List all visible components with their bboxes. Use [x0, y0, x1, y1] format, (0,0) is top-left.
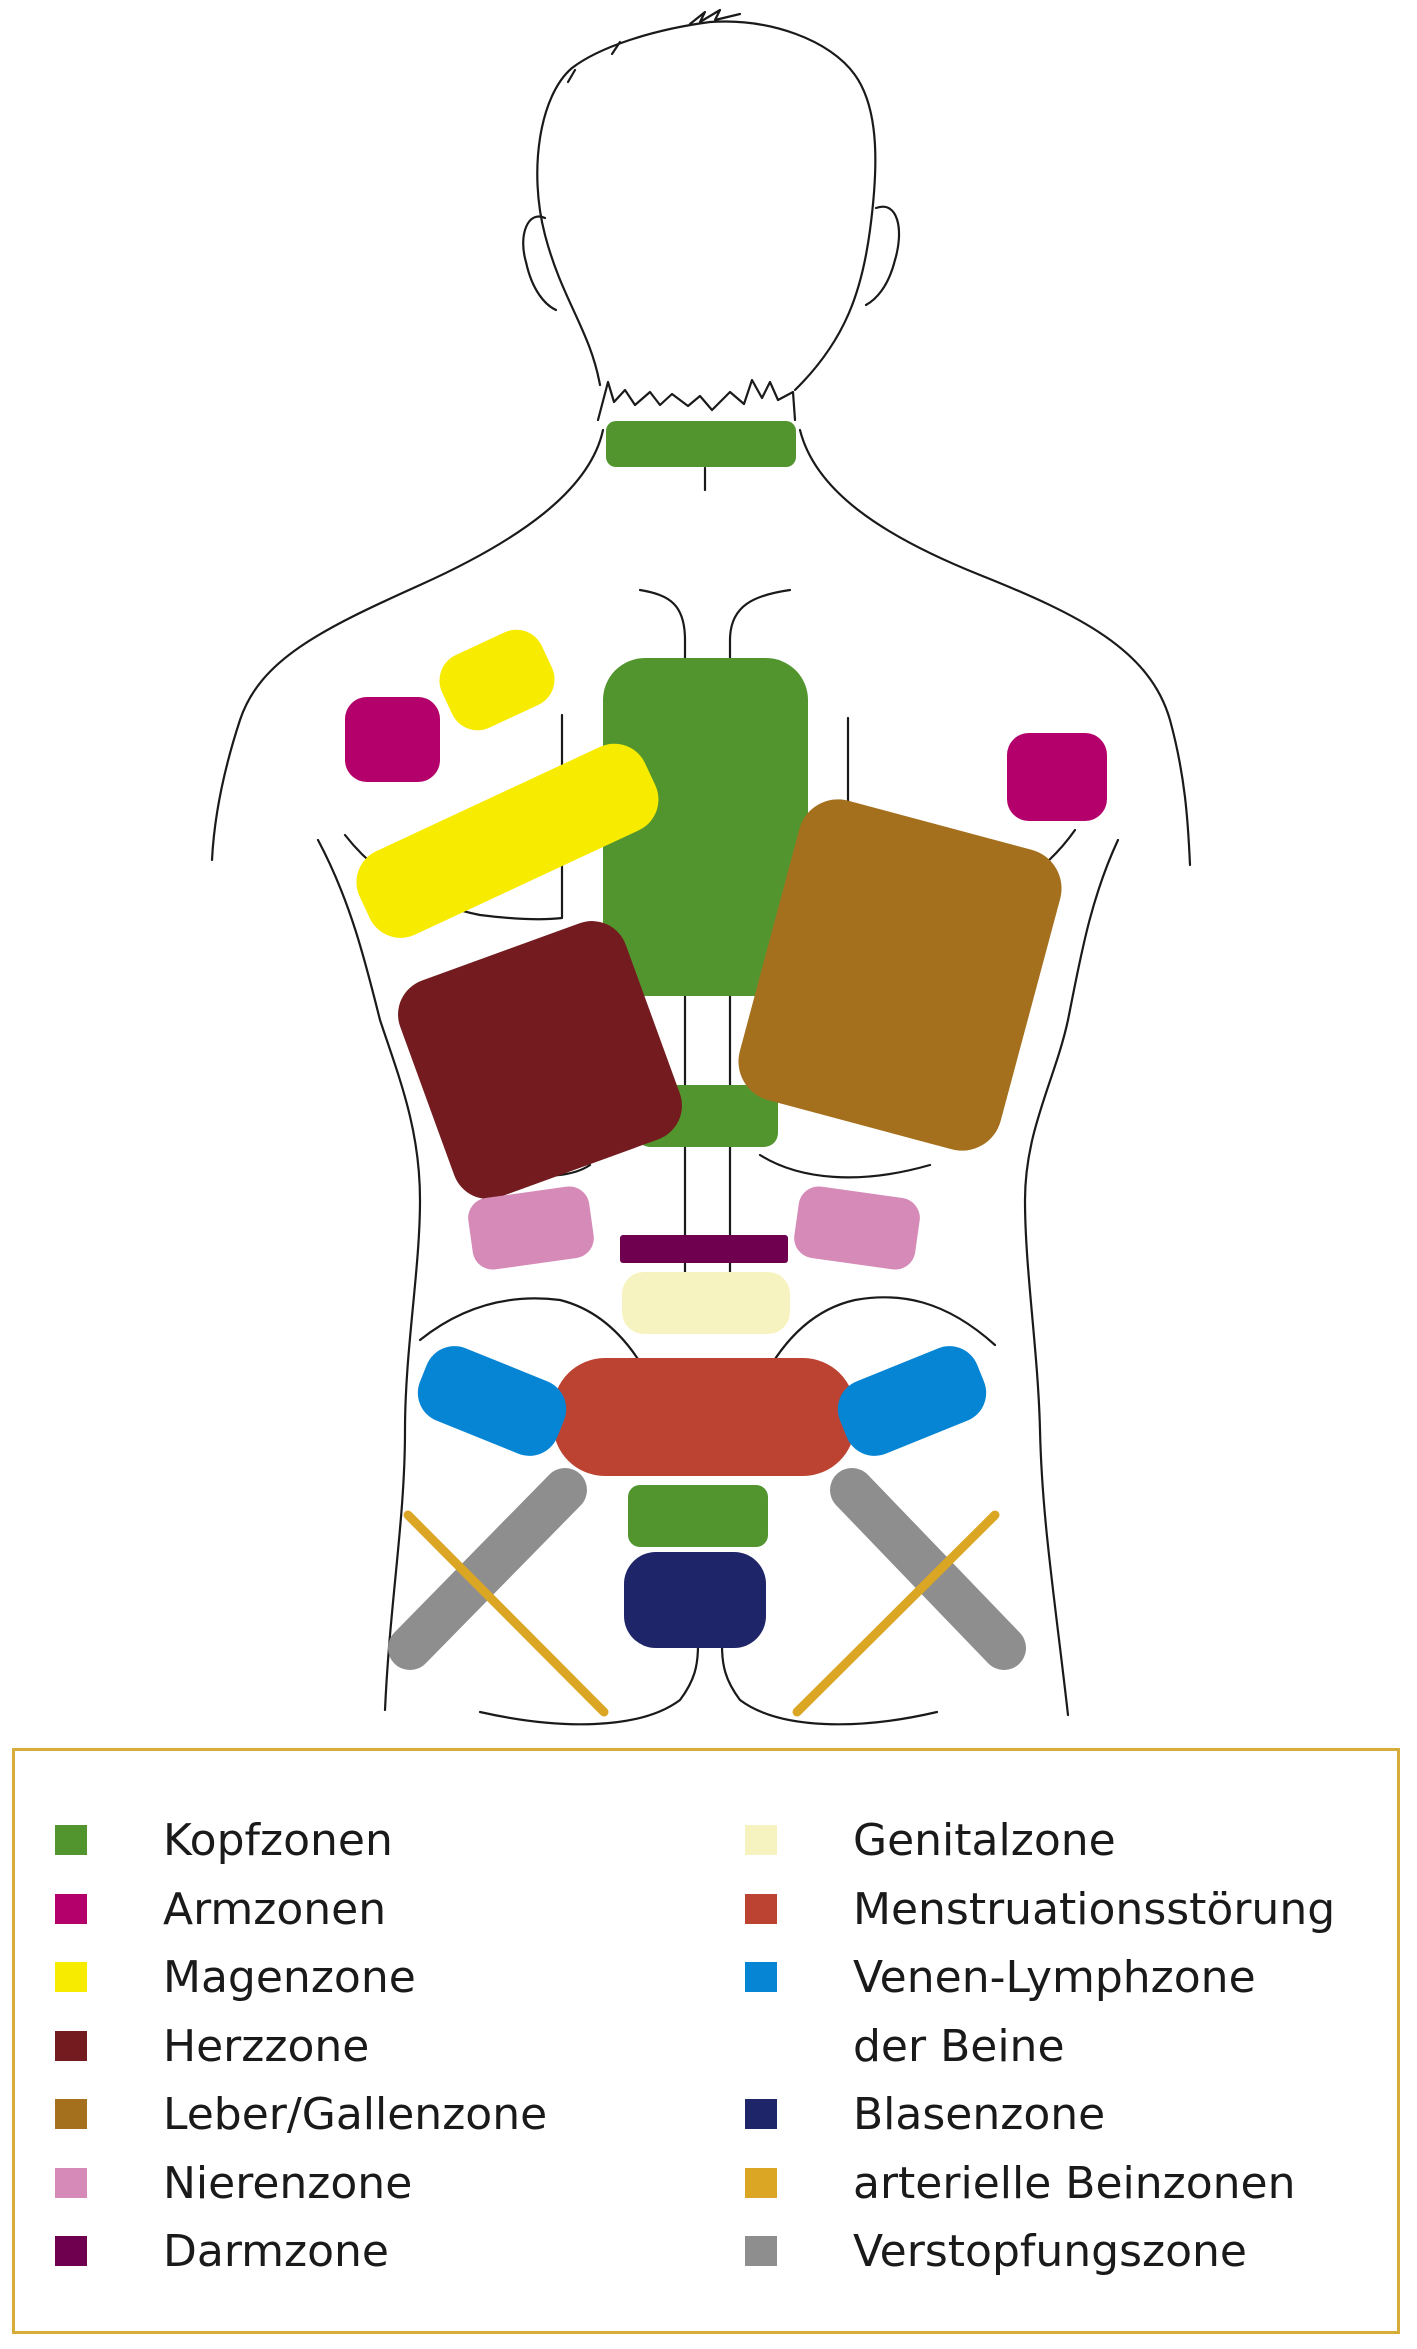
- right-ear: [864, 205, 901, 307]
- right-buttock-curve: [720, 1643, 939, 1726]
- head-outline: [536, 20, 877, 392]
- legend-swatch: [745, 1893, 777, 1924]
- legend-label: Darmzone: [163, 2226, 389, 2277]
- back-zones-figure: [210, 8, 1192, 1726]
- kopfzone-upper-back: [603, 658, 808, 996]
- legend-label: Herzzone: [163, 2020, 370, 2072]
- nierenzone-right: [794, 1186, 920, 1270]
- venen-lymphzone-right: [837, 1346, 987, 1456]
- left-buttock-curve: [478, 1643, 700, 1726]
- spine-right: [728, 588, 792, 1322]
- legend-swatch: [745, 2099, 777, 2129]
- legend-label: der Beine: [853, 2020, 1065, 2072]
- legend-label: Nierenzone: [163, 2157, 413, 2209]
- armzone-left: [345, 697, 440, 782]
- legend: Kopfzonen Armzonen Magenzone Herzzone Le…: [12, 1748, 1400, 2334]
- zones: [345, 421, 1107, 1717]
- body-outline: [210, 8, 1192, 1726]
- legend-swatch: [55, 2236, 87, 2266]
- legend-swatch: [55, 1962, 87, 1992]
- spine-left: [638, 588, 687, 1322]
- darmzone: [620, 1235, 788, 1263]
- legend-label: Magenzone: [163, 1952, 416, 2003]
- left-shoulder: [210, 428, 605, 862]
- right-torso-side: [1023, 838, 1120, 1717]
- right-shoulder: [798, 428, 1192, 867]
- legend-swatch: [745, 1825, 777, 1855]
- herzzone: [398, 921, 682, 1199]
- legend-swatch: [745, 1962, 777, 1992]
- legend-label: Blasenzone: [853, 2089, 1106, 2140]
- legend-label: Genitalzone: [853, 1815, 1116, 1866]
- kopfzone-neck: [606, 421, 796, 467]
- nierenzone-left: [468, 1186, 594, 1270]
- legend-swatch: [55, 2167, 87, 2198]
- legend-label: Armzonen: [163, 1883, 387, 1935]
- legend-label: Venen-Lymphzone: [853, 1952, 1256, 2003]
- genitalzone: [622, 1272, 790, 1334]
- legend-label: Verstopfungszone: [853, 2226, 1247, 2277]
- armzone-right: [1007, 733, 1107, 821]
- arterielle-beinzone-right: [792, 1510, 1000, 1717]
- legend-swatch: [745, 2167, 777, 2198]
- legend-swatch: [55, 2099, 87, 2129]
- arterielle-beinzone-left: [403, 1510, 609, 1717]
- legend-label: arterielle Beinzonen: [853, 2157, 1296, 2209]
- legend-swatch: [745, 2236, 777, 2266]
- legend-swatch: [55, 1893, 87, 1924]
- left-pelvis-line: [418, 1297, 654, 1385]
- menstruationszone: [553, 1358, 855, 1476]
- neck-zigzag: [596, 378, 797, 422]
- venen-lymphzone-left: [417, 1346, 567, 1456]
- verstopfungszone-left: [388, 1468, 587, 1670]
- right-rib-arc: [758, 1153, 932, 1179]
- left-torso-side: [316, 838, 422, 1712]
- legend-label: Kopfzonen: [163, 1815, 393, 1866]
- left-ear: [522, 215, 558, 312]
- legend-label: Leber/Gallenzone: [163, 2089, 548, 2140]
- legend-swatch: [55, 2030, 87, 2061]
- blasenzone: [624, 1552, 766, 1648]
- leber-gallenzone: [738, 799, 1062, 1151]
- magenzone-upper: [439, 629, 555, 731]
- hair-outline: [688, 8, 742, 26]
- right-pelvis-line: [758, 1296, 997, 1387]
- kopfzone-sacrum: [628, 1485, 768, 1547]
- crown-outline: [566, 40, 622, 84]
- legend-swatch: [55, 1825, 87, 1855]
- legend-label: Menstruationsstörung: [853, 1883, 1336, 1935]
- magenzone-lower: [356, 743, 659, 938]
- verstopfungszone-right: [830, 1468, 1026, 1670]
